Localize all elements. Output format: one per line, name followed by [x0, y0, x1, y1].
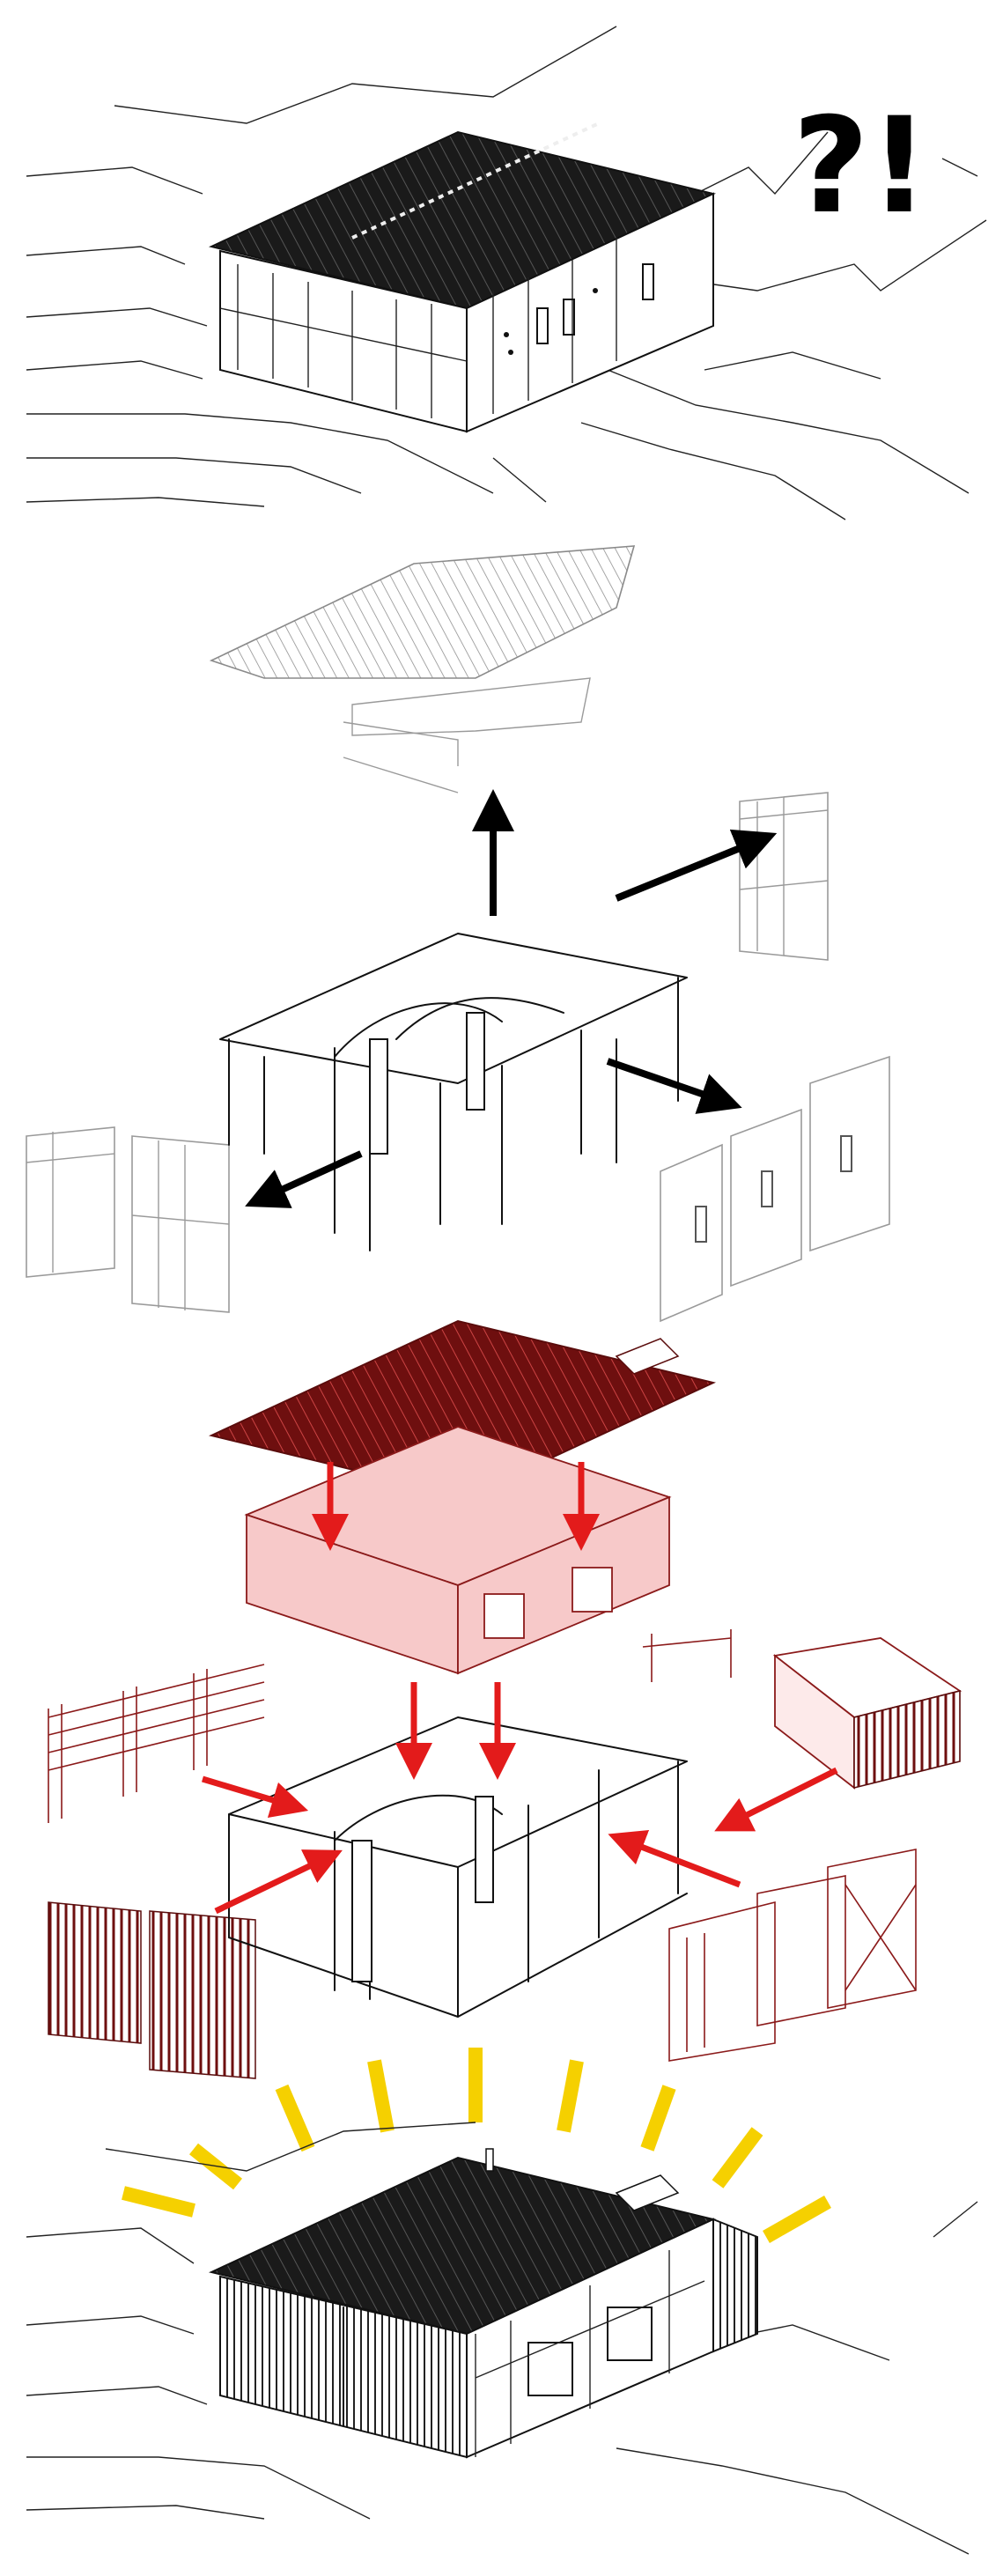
terrain-contours-top — [26, 26, 987, 520]
stage-completed — [26, 2048, 978, 2555]
removed-facade-left — [26, 1126, 230, 1313]
assembly-arrows — [201, 1462, 838, 1915]
removed-facade-right — [739, 792, 829, 961]
new-wood-frames-right — [642, 1629, 962, 2062]
frame-with-floor — [228, 1716, 688, 2018]
question-exclamation-icon: ?! — [793, 90, 929, 243]
building-completed — [208, 2148, 758, 2459]
terrain-contours-bottom — [26, 2122, 978, 2555]
stage-assembly — [48, 1319, 962, 2079]
stage-existing: ?! — [26, 26, 987, 520]
remaining-frame — [219, 933, 688, 1251]
stage-disassembly — [26, 545, 890, 1323]
new-inner-volume — [244, 1426, 672, 1675]
disassembly-arrows — [245, 789, 778, 1208]
removed-roof — [209, 545, 636, 793]
building-existing — [208, 122, 717, 433]
removed-walls-right — [660, 1055, 890, 1323]
new-wood-frames-left — [48, 1664, 265, 2079]
